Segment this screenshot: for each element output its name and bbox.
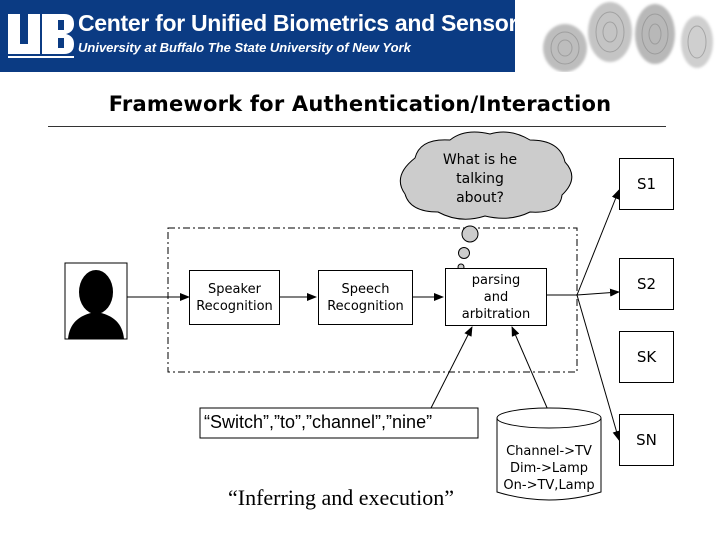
utterance-box [199, 407, 479, 439]
speech-label-2: Recognition [327, 298, 404, 314]
speech-recognition-box: Speech Recognition [318, 270, 413, 325]
speaker-label-2: Recognition [196, 298, 273, 314]
ub-logo [8, 14, 74, 58]
command-database [496, 407, 602, 501]
db-entry-3: On->TV,Lamp [503, 478, 595, 493]
service-s1: S1 [619, 158, 674, 210]
db-entry-2: Dim->Lamp [510, 461, 588, 476]
slide-title: Framework for Authentication/Interaction [108, 92, 612, 116]
org-name: Center for Unified Biometrics and Sensor… [78, 10, 530, 36]
banner-background [0, 0, 515, 72]
utterance-text: “Switch”,”to”,”channel”,”nine” [204, 412, 433, 432]
arrow-to-sn [576, 294, 621, 441]
service-sn: SN [619, 414, 674, 466]
parsing-label-2: and [483, 289, 509, 305]
arrow-quote-to-parsing [429, 326, 473, 411]
arrow-to-s1 [576, 189, 620, 296]
db-entry-1: Channel->TV [506, 444, 592, 459]
speaker-label-1: Speaker [208, 281, 261, 297]
title-divider [48, 126, 666, 127]
parsing-label-1: parsing [471, 272, 521, 288]
parsing-arbitration-box: parsing and arbitration [445, 268, 547, 326]
inference-caption: “Inferring and execution” [228, 485, 454, 510]
speech-label-1: Speech [341, 281, 390, 297]
service-s2: S2 [619, 258, 674, 310]
thought-line-2: talking [456, 171, 504, 187]
thought-bubble-2 [458, 247, 470, 259]
header-banner: Center for Unified Biometrics and Sensor… [0, 0, 720, 72]
database-text: Channel->TV Dim->Lamp On->TV,Lamp [497, 443, 601, 494]
arrow-db-to-parsing [511, 326, 549, 411]
fingerprint-image [543, 2, 713, 72]
thought-bubble-1 [461, 225, 479, 243]
org-subtitle: University at Buffalo The State Universi… [78, 40, 411, 55]
thought-cloud [399, 131, 573, 220]
thought-line-3: about? [456, 190, 504, 206]
service-sk: SK [619, 331, 674, 383]
arrow-to-s2 [576, 288, 620, 297]
speaker-recognition-box: Speaker Recognition [189, 270, 280, 325]
person-silhouette [68, 270, 124, 339]
system-boundary [167, 227, 578, 373]
thought-line-1: What is he [442, 152, 518, 168]
parsing-label-3: arbitration [461, 306, 531, 322]
thought-text: What is he talking about? [412, 151, 548, 208]
